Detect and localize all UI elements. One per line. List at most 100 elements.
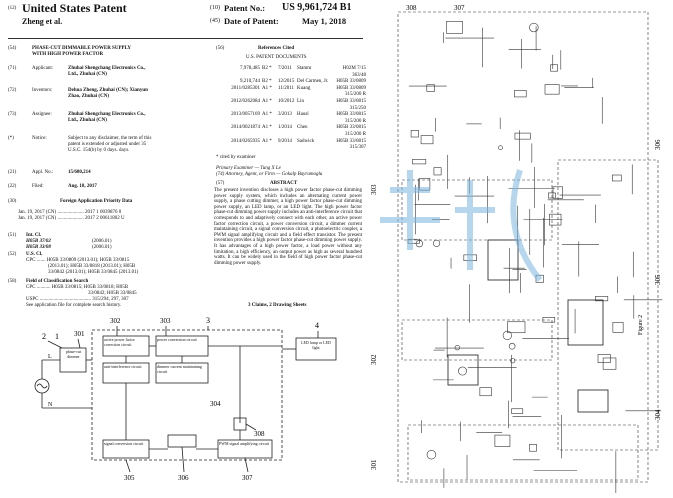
authors: Zheng et al.	[22, 17, 63, 26]
label-1: 1	[55, 332, 59, 341]
field-1: CPC ........... H05B 33/0815; H05B 33/08…	[26, 285, 129, 290]
code-54: (54)	[8, 46, 17, 51]
schematic-circle	[426, 449, 437, 460]
schematic-rect	[487, 239, 519, 281]
schematic-rect	[420, 135, 434, 145]
reference-cls: H05B 33/0815	[336, 99, 366, 104]
cpc-2: (2013.01); H05B 33/0818 (2013.01); H05B	[48, 264, 136, 269]
reference-num: 2014/0021874	[231, 125, 260, 131]
code-73: (73)	[8, 112, 17, 117]
label-303: 303	[160, 317, 171, 325]
patent-date: May 1, 2018	[302, 16, 347, 26]
invention-title-2: WITH HIGH POWER FACTOR	[32, 52, 104, 57]
cpc-1: CPC ....... H05B 33/0809 (2013.01); H05B…	[26, 258, 130, 263]
schematic-rect	[612, 174, 622, 182]
block-diagram: 1 2 3 4 301 302 303 304 305 306 307 308 …	[34, 316, 337, 482]
label-302: 302	[110, 317, 121, 325]
reference-date: 9/2014	[278, 138, 292, 144]
code-57: (57)	[216, 181, 225, 186]
schematic-rect	[595, 296, 609, 302]
cpc-3: 33/0842 (2013.01); H05B 33/0845 (2013.01…	[48, 270, 139, 275]
label-306: 306	[178, 474, 189, 482]
schematic-rect	[514, 90, 527, 98]
patent-number: US 9,961,724 B1	[282, 2, 352, 13]
filed-date: Aug. 18, 2017	[68, 184, 97, 189]
field-label: Field of Classification Search	[26, 279, 89, 284]
sheet-label-303: 303	[370, 184, 378, 195]
schematic-rect	[426, 84, 435, 92]
anti-text: anti-interference circuit	[104, 364, 142, 369]
dimmer-current-text: dimmer current maintaining circuit	[157, 364, 202, 374]
reference-num: 2014/0265935	[231, 138, 260, 144]
reference-name: Hausl	[297, 112, 309, 118]
schematic-circle	[510, 358, 516, 364]
field-3: USPC ...................................…	[26, 297, 129, 302]
watermark	[380, 169, 543, 282]
schematic-rect	[542, 317, 556, 323]
sheet-dashed-frame	[397, 11, 649, 483]
sheet-label-305: 305	[654, 274, 662, 285]
inventors-2: Zhao, Zhuhai (CN)	[68, 94, 109, 99]
reference-kind: A1 *	[262, 112, 272, 118]
code-30: (30)	[8, 199, 17, 204]
schematic-circle	[508, 342, 516, 350]
schematic-rect	[552, 186, 563, 199]
foreign-heading: Foreign Application Priority Data	[60, 199, 133, 204]
reference-name: Chen	[297, 125, 308, 131]
reference-cls: H05B 33/0809	[336, 85, 366, 91]
schematic-rect	[550, 64, 558, 72]
abstract-heading: ABSTRACT	[270, 181, 298, 186]
schematic-circle	[433, 239, 441, 247]
schematic-circle	[415, 240, 423, 248]
code-51: (51)	[8, 233, 17, 238]
invention-title-1: PHASE-CUT DIMMABLE POWER SUPPLY	[32, 46, 132, 51]
reference-cls: 315/200 R	[345, 92, 366, 98]
schematic-rect	[511, 408, 524, 414]
pfc-text: active power factor correction circuit	[104, 337, 135, 347]
schematic-rect	[577, 389, 609, 413]
figure-label: Figure 2	[638, 315, 644, 335]
dimmer-text: phase-cut dimmer	[65, 349, 82, 359]
reference-num: 2012/0262084	[231, 99, 260, 104]
schematic-rect	[548, 192, 556, 199]
reference-name: Stamm	[297, 66, 312, 71]
sheet-label-306: 306	[654, 139, 662, 150]
examiner: Primary Examiner — Tung X Le	[216, 166, 281, 171]
reference-date: 1/2014	[278, 125, 292, 131]
schematic-rect	[602, 357, 617, 370]
schematic-rect	[597, 354, 611, 363]
reference-kind: B2 *	[262, 79, 272, 85]
reference-name: Kuang	[297, 85, 311, 91]
appl-label: Appl. No.:	[32, 170, 54, 175]
code-10: (10)	[210, 5, 220, 11]
schematic-rect	[447, 354, 479, 386]
assignee-2: Ltd., Zhuhai (CN)	[68, 118, 107, 123]
notice-2: patent is extended or adjusted under 35	[68, 142, 147, 147]
cited-note: * cited by examiner	[216, 155, 256, 160]
schematic-rect	[433, 167, 442, 176]
notice-label: Notice:	[32, 136, 47, 141]
intcl-2-year: (2006.01)	[92, 245, 112, 250]
schematic-rect	[514, 132, 531, 140]
header-rule	[8, 38, 363, 39]
power-supply-outline	[91, 329, 283, 461]
reference-num: 2013/0057169	[231, 112, 260, 118]
reference-kind: A1 *	[262, 85, 272, 91]
field-2: 33/0842; H05B 33/0845	[88, 291, 137, 296]
code-71: (71)	[8, 66, 17, 71]
label-4: 4	[315, 321, 319, 330]
assignee-1: Zhuhai Shengchang Electronics Co.,	[68, 112, 146, 117]
reference-cls: 315/250	[349, 105, 366, 111]
label-304: 304	[210, 400, 221, 408]
reference-num: 7,978,485	[240, 66, 260, 71]
date-label: Date of Patent:	[224, 16, 279, 26]
schematic-rect	[446, 21, 463, 34]
reference-cls: H05B 33/0815	[336, 125, 366, 131]
schematic-circle	[498, 145, 503, 151]
code-22: (22)	[8, 184, 17, 189]
sheet-label-308: 308	[406, 4, 417, 12]
foreign-1: Jan. 19, 2017 (CN) .....................…	[18, 210, 122, 215]
code-56: (56)	[216, 46, 225, 51]
field-4: See application file for complete search…	[26, 303, 122, 308]
intcl-2-code: H05B 33/08	[26, 245, 51, 250]
